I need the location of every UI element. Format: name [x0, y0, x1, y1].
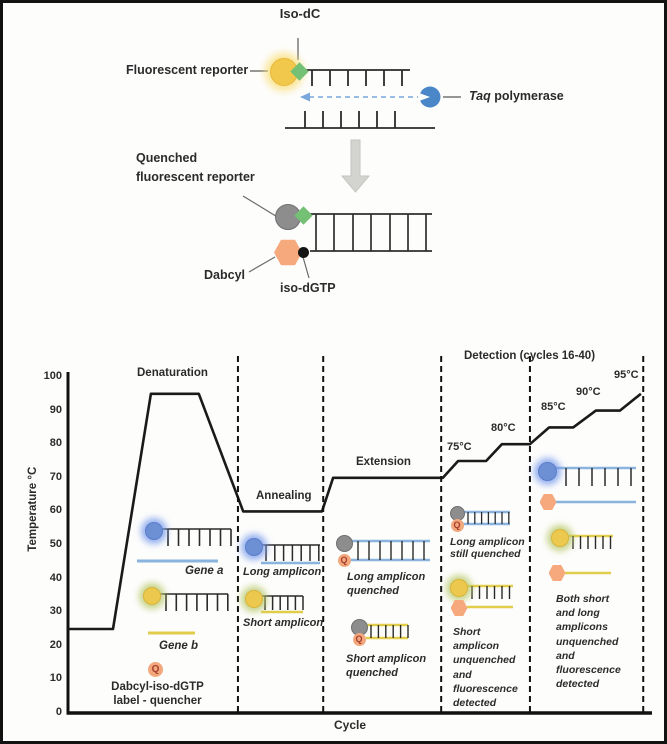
- step-temp-label-75: 75°C: [447, 441, 472, 453]
- fluorescent-reporter-label: Fluorescent reporter: [126, 63, 249, 77]
- dabcyl-label: Dabcyl: [204, 268, 245, 282]
- short-amplicon-quenched-label: Short amplicon quenched: [346, 653, 427, 679]
- iso-dgtp-dot-icon: [297, 246, 309, 258]
- quencher-q-badge: Q: [337, 553, 351, 567]
- taq-polymerase-label: Taq polymerase: [469, 89, 564, 105]
- gene-b-label: Gene b: [159, 640, 198, 652]
- yellow-fluorophore-icon: [551, 529, 569, 547]
- y-tick-label: 30: [49, 605, 62, 618]
- long-amplicon-label: Long amplicon: [243, 566, 322, 578]
- long-amplicon-annealing: [261, 544, 320, 565]
- taq-word: Taq: [469, 89, 491, 103]
- y-tick-label: 100: [43, 370, 62, 382]
- dabcyl-hexagon-icon: [450, 600, 468, 616]
- yellow-fluorophore-icon: [245, 590, 263, 608]
- quenched-reporter-label: Quenched fluorescent reporter: [136, 151, 255, 184]
- polymerase-direction-arrow: [300, 92, 418, 102]
- top-duplex-ladder: [285, 69, 435, 129]
- quencher-q-badge: Q: [352, 632, 366, 646]
- phase-label-annealing: Annealing: [256, 490, 312, 502]
- down-arrow-icon: [340, 139, 371, 193]
- long-amplicon-still-quenched-ladder: [463, 510, 510, 526]
- both-amplicons-unquenched-label: Both short and long amplicons unquenched…: [556, 593, 621, 691]
- gene-a-probe-ladder: [161, 528, 232, 546]
- long-amplicon-still-quenched-label: Long amplicon still quenched: [450, 536, 525, 560]
- y-tick-label: 20: [49, 638, 62, 651]
- dabcyl-hexagon-icon: [539, 494, 557, 510]
- short-amplicon-annealing: [261, 595, 304, 614]
- y-tick-label: 50: [49, 538, 62, 550]
- dabcyl-hexagon-icon: [548, 565, 566, 581]
- yellow-fluorophore-icon: [143, 587, 161, 605]
- y-tick-label: 70: [49, 470, 62, 483]
- short-amplicon-unquenched-strands: [466, 584, 513, 609]
- y-tick-label: 10: [49, 672, 62, 685]
- blue-fluorophore-icon: [245, 538, 263, 556]
- short-amplicon-quenched-ladder: [366, 623, 409, 640]
- step-temp-label-80: 80°C: [491, 422, 516, 434]
- taq-polymerase-icon: [420, 86, 441, 108]
- y-tick-label: 90: [49, 403, 62, 416]
- y-tick-label: 0: [55, 706, 62, 718]
- quenched-duplex-ladder: [310, 213, 432, 252]
- gene-a-label: Gene a: [185, 565, 224, 577]
- long-amplicon-unquenched-strands: [555, 466, 636, 504]
- pointer-lines: [242, 195, 310, 279]
- phase-label-detection: Detection (cycles 16-40): [464, 350, 596, 362]
- short-amplicon-label: Short amplicon: [243, 617, 324, 629]
- short-amplicon-unquenched-strands-2: [565, 534, 613, 575]
- step-temp-label-95: 95°C: [614, 369, 639, 381]
- gene-b-probe-ladder: [159, 593, 229, 611]
- iso-dc-label: Iso-dC: [279, 6, 321, 21]
- short-amplicon-unquenched-label: Short amplicon unquenched and fluorescen…: [453, 626, 518, 710]
- step-temp-label-90: 90°C: [576, 386, 601, 398]
- quencher-q-badge: Q: [450, 518, 464, 532]
- iso-dgtp-label: iso-dGTP: [280, 281, 336, 295]
- quenched-reporter-icon: [335, 534, 353, 552]
- step-temp-label-85: 85°C: [541, 401, 566, 413]
- yellow-fluorophore-icon: [450, 579, 468, 597]
- blue-fluorophore-icon: [537, 461, 557, 481]
- phase-label-extension: Extension: [356, 456, 411, 468]
- polymerase-word: polymerase: [490, 89, 564, 103]
- long-amplicon-quenched-ladder: [351, 539, 430, 562]
- y-tick-label: 40: [49, 571, 62, 584]
- dabcyl-quencher-label: Dabcyl-iso-dGTP label - quencher: [111, 681, 204, 707]
- y-tick-label: 60: [49, 504, 62, 517]
- blue-fluorophore-icon: [145, 522, 163, 540]
- y-tick-label: 80: [49, 437, 62, 450]
- quencher-q-badge: Q: [148, 662, 163, 677]
- x-axis-title: Cycle: [333, 718, 367, 732]
- long-amplicon-quenched-label: Long amplicon quenched: [347, 571, 426, 597]
- phase-label-denaturation: Denaturation: [137, 367, 208, 379]
